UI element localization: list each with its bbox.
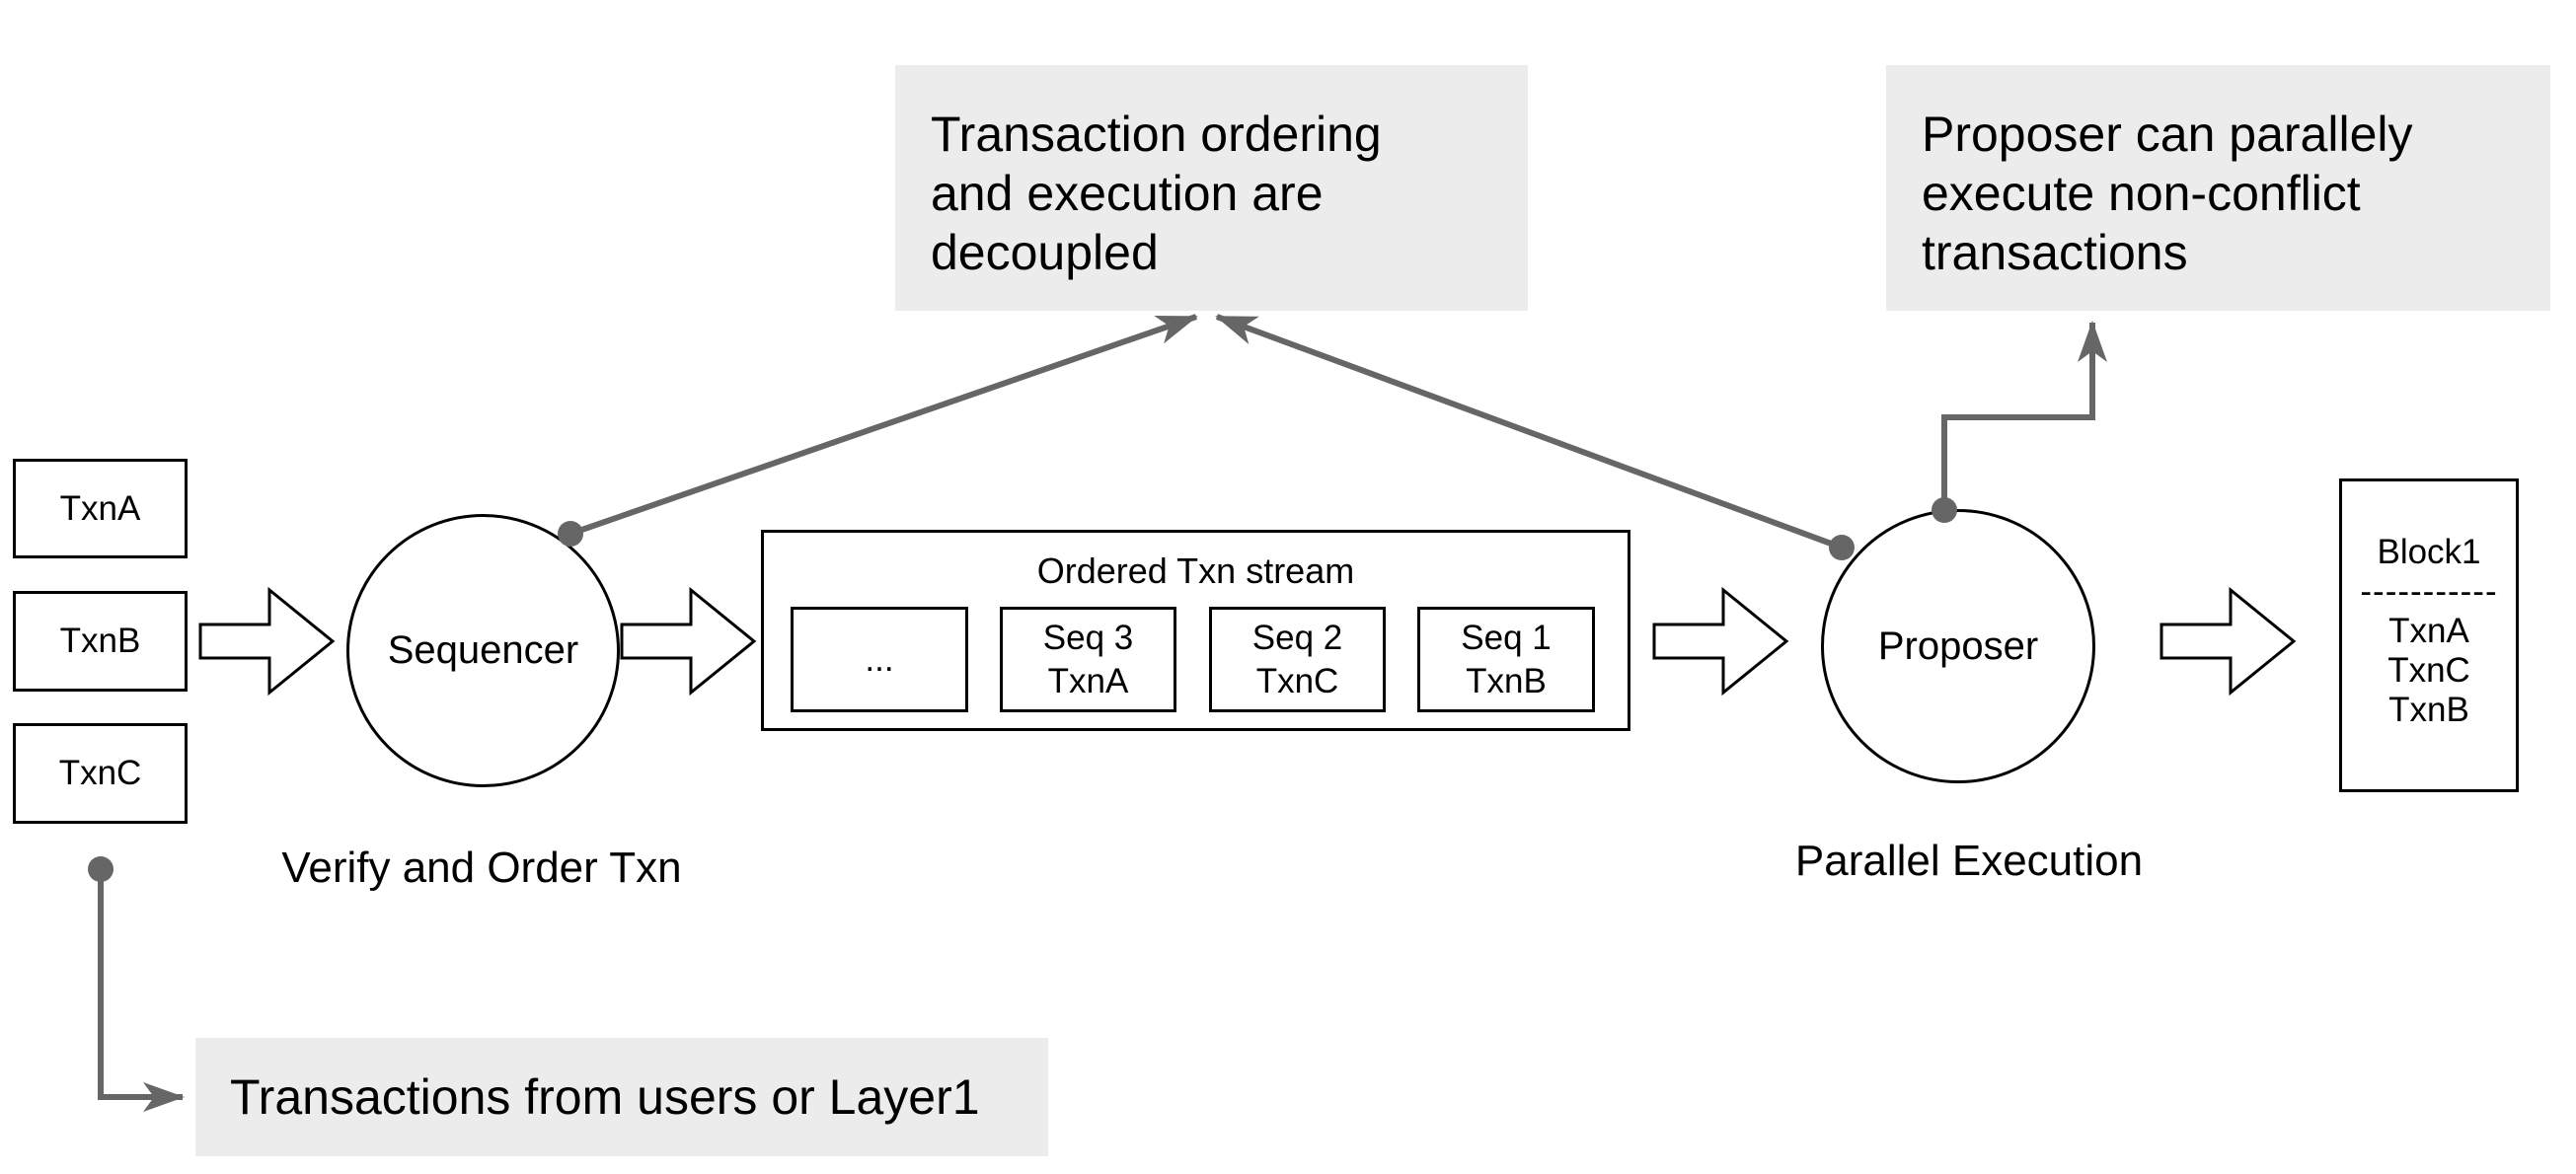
block1-txn-2: TxnC (2387, 651, 2470, 690)
proposer-label: Proposer (1877, 624, 2039, 668)
annotation-decoupled-line1: Transaction ordering (931, 107, 1382, 162)
stream-slot-ellipsis-label: ... (865, 639, 894, 679)
annotation-parallel: Proposer can parallely execute non-confl… (1886, 65, 2550, 311)
annotation-source-text: Transactions from users or Layer1 (230, 1069, 980, 1125)
txn-box-b-label: TxnB (59, 622, 141, 660)
stream-slot-seq2-line2: TxnC (1255, 661, 1339, 700)
stream-slot-seq2: Seq 2 TxnC (1209, 607, 1386, 712)
sequencer-caption: Verify and Order Txn (281, 844, 682, 892)
anchor-dot-txnc (88, 856, 114, 882)
block1-divider: ----------- (2360, 572, 2498, 611)
block1-box: Block1 ----------- TxnA TxnC TxnB (2339, 478, 2519, 792)
annotation-parallel-line1: Proposer can parallely (1922, 107, 2413, 162)
connector-proposer-to-decoupled (1215, 314, 1844, 550)
annotation-decoupled-line3: decoupled (931, 225, 1159, 280)
block1-txn-3: TxnB (2388, 691, 2469, 729)
connector-proposer-to-parallel (1941, 321, 2107, 510)
txn-box-c: TxnC (13, 723, 188, 824)
stream-slot-seq1-line2: TxnB (1466, 661, 1547, 700)
block1-title: Block1 (2377, 533, 2481, 571)
stream-slot-seq1: Seq 1 TxnB (1417, 607, 1595, 712)
sequencer-node: Sequencer (346, 514, 620, 787)
stream-slot-ellipsis: ... (791, 607, 968, 712)
txn-box-a: TxnA (13, 459, 188, 558)
block1-txn-1: TxnA (2388, 612, 2469, 650)
connector-txnc-to-source (98, 869, 185, 1112)
txn-box-a-label: TxnA (59, 488, 141, 528)
annotation-parallel-line2: execute non-conflict (1922, 166, 2361, 221)
stream-slot-seq2-line1: Seq 2 (1251, 618, 1343, 657)
sequencer-label: Sequencer (387, 628, 579, 672)
stream-slot-seq1-line1: Seq 1 (1461, 618, 1552, 657)
flow-arrow-stream-to-proposer (1652, 586, 1789, 697)
proposer-caption: Parallel Execution (1794, 837, 2144, 885)
anchor-dot-proposer-left (1829, 535, 1855, 560)
stream-slot-seq3-line2: TxnA (1047, 661, 1129, 700)
annotation-source: Transactions from users or Layer1 (195, 1038, 1048, 1156)
stream-slot-seq3: Seq 3 TxnA (1000, 607, 1176, 712)
flow-arrow-sequencer-to-stream (620, 586, 757, 697)
ordered-stream-title: Ordered Txn stream (1036, 550, 1355, 591)
stream-slot-seq3-line1: Seq 3 (1042, 618, 1134, 657)
txn-box-b: TxnB (13, 591, 188, 692)
annotation-decoupled-line2: and execution are (931, 166, 1324, 221)
annotation-parallel-line3: transactions (1922, 225, 2188, 280)
connector-sequencer-to-decoupled (569, 314, 1198, 537)
annotation-decoupled: Transaction ordering and execution are d… (895, 65, 1528, 311)
proposer-node: Proposer (1821, 509, 2095, 783)
flow-arrow-txns-to-sequencer (198, 586, 336, 697)
flow-arrow-proposer-to-block (2159, 586, 2297, 697)
txn-box-c-label: TxnC (58, 754, 142, 792)
